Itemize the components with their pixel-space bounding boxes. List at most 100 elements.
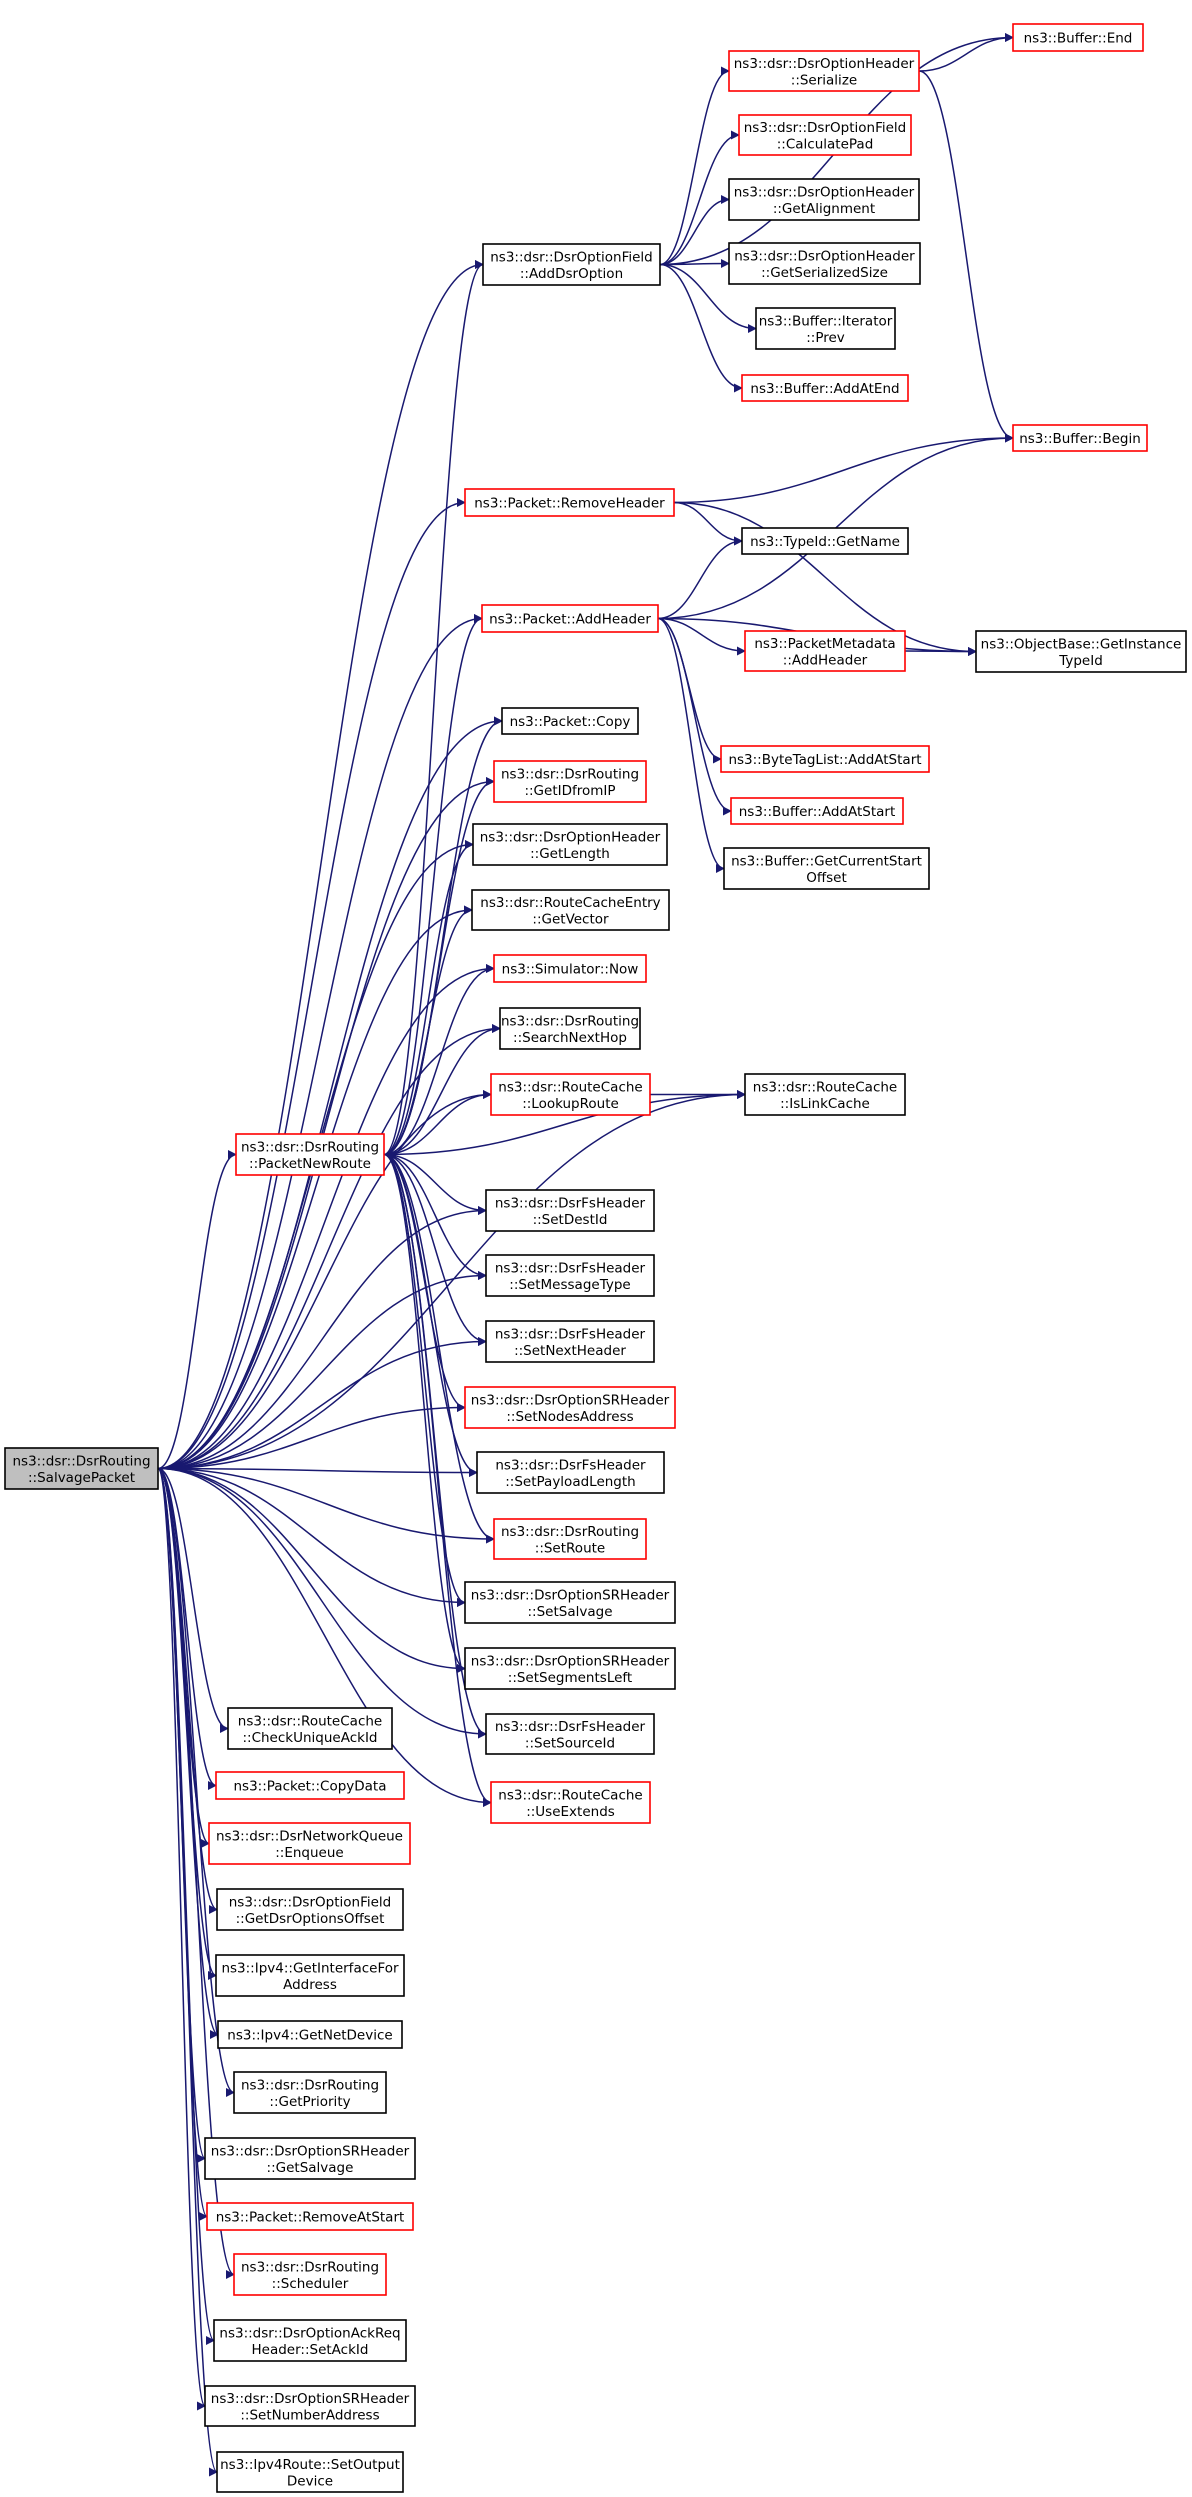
edge-packetnewroute-to-searchnexthop [383, 1024, 501, 1156]
node-setroute[interactable]: ns3::dsr::DsrRouting::SetRoute [493, 1518, 647, 1560]
node-useextends[interactable]: ns3::dsr::RouteCache::UseExtends [490, 1781, 651, 1824]
node-getdsroptionsoffset[interactable]: ns3::dsr::DsrOptionField::GetDsrOptionsO… [216, 1888, 404, 1931]
node-dsroptionheader_serialize[interactable]: ns3::dsr::DsrOptionHeader::Serialize [728, 50, 920, 92]
node-label-line: ::Scheduler [272, 2276, 349, 2292]
node-label-line: ns3::dsr::RouteCache [498, 1787, 642, 1803]
node-label-line: ns3::Ipv4::GetInterfaceFor [221, 1960, 399, 1976]
node-setsegmentsleft[interactable]: ns3::dsr::DsrOptionSRHeader::SetSegments… [464, 1647, 676, 1690]
node-networkqueue_enqueue[interactable]: ns3::dsr::DsrNetworkQueue::Enqueue [208, 1822, 411, 1865]
node-setnumberaddress[interactable]: ns3::dsr::DsrOptionSRHeader::SetNumberAd… [204, 2385, 416, 2427]
node-getsalvage[interactable]: ns3::dsr::DsrOptionSRHeader::GetSalvage [204, 2137, 416, 2180]
node-label-line: ns3::Buffer::Begin [1019, 431, 1141, 447]
node-getidfromip[interactable]: ns3::dsr::DsrRouting::GetIDfromIP [493, 760, 647, 803]
edge-packetmetadata_addheader-to-getinstancetypeid [904, 646, 977, 656]
node-packet_copydata[interactable]: ns3::Packet::CopyData [215, 1771, 405, 1800]
node-label-line: ns3::Packet::CopyData [233, 1779, 386, 1795]
edge-salvagepacket-to-checkuniqueackid [157, 1467, 229, 1733]
edge-salvagepacket-to-packet_removeheader [157, 498, 466, 1470]
node-label-line: ns3::Ipv4Route::SetOutput [220, 2457, 400, 2473]
node-label-line: ::SetSegmentsLeft [508, 1670, 632, 1686]
edge-packetnewroute-to-packet_addheader [383, 614, 483, 1156]
edge-adddsroption-to-buffer_addatend [659, 263, 743, 393]
nodes-layer: ns3::dsr::DsrRouting::SalvagePacketns3::… [4, 23, 1187, 2493]
edge-salvagepacket-to-packetnewroute [157, 1150, 237, 1470]
node-box [493, 760, 647, 803]
node-label-line: ::SetPayloadLength [505, 1474, 635, 1490]
edge-adddsroption-to-iterator_prev [659, 263, 757, 333]
node-buffer_addatend[interactable]: ns3::Buffer::AddAtEnd [741, 374, 909, 402]
node-label-line: ns3::dsr::RouteCache [753, 1079, 897, 1095]
edge-adddsroption-to-dsroptionheader_serialize [659, 66, 730, 266]
node-label-line: Device [287, 2473, 333, 2489]
node-box [482, 243, 661, 286]
node-simulator_now[interactable]: ns3::Simulator::Now [493, 954, 647, 983]
node-packet_addheader[interactable]: ns3::Packet::AddHeader [481, 604, 659, 633]
node-bytetaglist_addatstart[interactable]: ns3::ByteTagList::AddAtStart [720, 745, 930, 773]
node-packetmetadata_addheader[interactable]: ns3::PacketMetadata::AddHeader [744, 630, 906, 672]
node-label-line: ns3::ObjectBase::GetInstance [981, 636, 1182, 652]
node-label-line: ::SalvagePacket [28, 1470, 135, 1486]
node-box [216, 2451, 404, 2493]
node-getalignment[interactable]: ns3::dsr::DsrOptionHeader::GetAlignment [728, 178, 920, 221]
node-box [744, 630, 906, 672]
node-islinkcache[interactable]: ns3::dsr::RouteCache::IsLinkCache [744, 1073, 906, 1116]
edge-salvagepacket-to-packet_addheader [157, 614, 483, 1470]
node-label-line: ns3::Packet::RemoveAtStart [216, 2210, 405, 2226]
node-label-line: ::SetDestId [533, 1212, 608, 1228]
node-label-line: ::PacketNewRoute [249, 1156, 371, 1172]
node-removeatstart[interactable]: ns3::Packet::RemoveAtStart [206, 2202, 414, 2231]
edge-packetnewroute-to-setnextheader [383, 1153, 487, 1346]
node-routecacheentry_getvector[interactable]: ns3::dsr::RouteCacheEntry::GetVector [471, 889, 670, 931]
node-setnodesaddress[interactable]: ns3::dsr::DsrOptionSRHeader::SetNodesAdd… [464, 1386, 676, 1429]
edge-adddsroption-to-getalignment [659, 195, 730, 266]
node-adddsroption[interactable]: ns3::dsr::DsrOptionField::AddDsrOption [482, 243, 661, 286]
node-label-line: ns3::dsr::DsrOptionSRHeader [211, 2391, 410, 2407]
edge-dsroptionheader_serialize-to-buffer_end [918, 33, 1014, 72]
node-label-line: ns3::dsr::DsrOptionSRHeader [471, 1587, 670, 1603]
node-label-line: ns3::dsr::DsrFsHeader [495, 1457, 646, 1473]
node-calculatepad[interactable]: ns3::dsr::DsrOptionField::CalculatePad [738, 114, 912, 156]
node-buffer_addatstart[interactable]: ns3::Buffer::AddAtStart [730, 797, 904, 825]
edge-packetnewroute-to-useextends [383, 1153, 492, 1807]
node-label-line: ::CheckUniqueAckId [242, 1730, 377, 1746]
node-typeid_getname[interactable]: ns3::TypeId::GetName [741, 527, 909, 555]
node-buffer_begin[interactable]: ns3::Buffer::Begin [1012, 424, 1148, 452]
node-setackid[interactable]: ns3::dsr::DsrOptionAckReqHeader::SetAckI… [213, 2319, 407, 2362]
node-iterator_prev[interactable]: ns3::Buffer::Iterator::Prev [755, 307, 896, 350]
node-box [464, 1386, 676, 1429]
node-lookuproute[interactable]: ns3::dsr::RouteCache::LookupRoute [490, 1073, 651, 1116]
edge-adddsroption-to-calculatepad [659, 130, 740, 266]
node-setdestid[interactable]: ns3::dsr::DsrFsHeader::SetDestId [485, 1189, 655, 1232]
node-getpriority[interactable]: ns3::dsr::DsrRouting::GetPriority [233, 2071, 387, 2114]
node-setnextheader[interactable]: ns3::dsr::DsrFsHeader::SetNextHeader [485, 1320, 655, 1363]
node-label-line: ns3::TypeId::GetName [750, 534, 900, 550]
node-setsourceid[interactable]: ns3::dsr::DsrFsHeader::SetSourceId [485, 1713, 655, 1755]
node-dsroptionheader_getlength[interactable]: ns3::dsr::DsrOptionHeader::GetLength [472, 823, 668, 866]
edge-adddsroption-to-getserializedsize [659, 259, 730, 269]
node-getserializedsize[interactable]: ns3::dsr::DsrOptionHeader::GetSerialized… [728, 242, 921, 285]
node-label-line: ns3::dsr::DsrRouting [12, 1453, 150, 1469]
node-label-line: ::UseExtends [526, 1804, 615, 1820]
node-packetnewroute[interactable]: ns3::dsr::DsrRouting::PacketNewRoute [235, 1133, 385, 1176]
edge-salvagepacket-to-routecacheentry_getvector [157, 905, 473, 1470]
node-label-line: ::SearchNextHop [513, 1030, 627, 1046]
node-setpayloadlength[interactable]: ns3::dsr::DsrFsHeader::SetPayloadLength [476, 1451, 665, 1494]
node-searchnexthop[interactable]: ns3::dsr::DsrRouting::SearchNextHop [499, 1007, 641, 1050]
node-packet_removeheader[interactable]: ns3::Packet::RemoveHeader [464, 488, 675, 517]
edge-salvagepacket-to-getidfromip [157, 777, 495, 1470]
node-checkuniqueackid[interactable]: ns3::dsr::RouteCache::CheckUniqueAckId [227, 1707, 393, 1750]
node-setmessagetype[interactable]: ns3::dsr::DsrFsHeader::SetMessageType [485, 1254, 655, 1297]
node-box [493, 1518, 647, 1560]
node-buffer_end[interactable]: ns3::Buffer::End [1012, 23, 1144, 52]
node-label-line: ns3::dsr::DsrRouting [501, 1013, 639, 1029]
node-setsalvage[interactable]: ns3::dsr::DsrOptionSRHeader::SetSalvage [464, 1581, 676, 1624]
node-packet_copy[interactable]: ns3::Packet::Copy [501, 707, 639, 735]
edge-salvagepacket-to-getnetdevice [157, 1467, 219, 2039]
edge-packet_addheader-to-getcurrentstartoffset [657, 617, 725, 873]
node-getnetdevice[interactable]: ns3::Ipv4::GetNetDevice [217, 2020, 403, 2049]
node-scheduler[interactable]: ns3::dsr::DsrRouting::Scheduler [233, 2253, 387, 2296]
